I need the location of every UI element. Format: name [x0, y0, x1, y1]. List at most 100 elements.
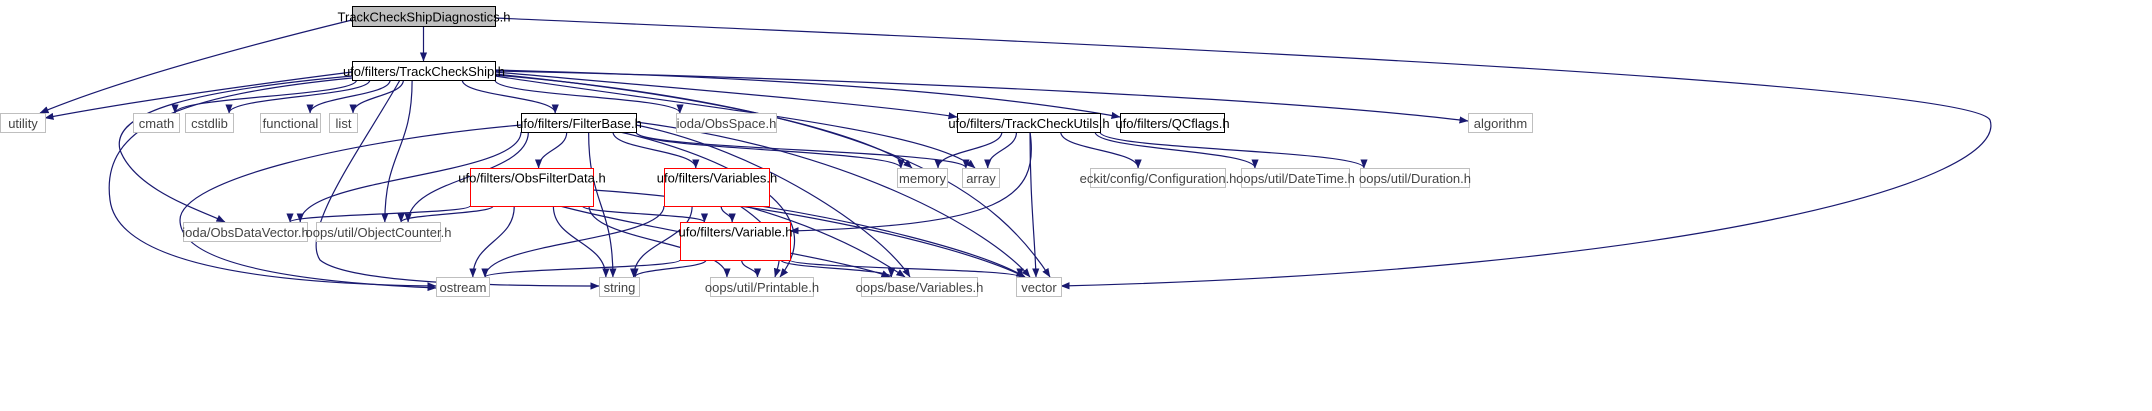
- node-label-tcutils: ufo/filters/TrackCheckUtils.h: [948, 116, 1109, 131]
- edge-obsfilterdata-to-vector: [592, 189, 1026, 278]
- node-label-obsdatavector: ioda/ObsDataVector.h: [182, 225, 308, 240]
- node-datetime: oops/util/DateTime.h: [1236, 168, 1355, 188]
- node-variables_h[interactable]: ufo/filters/Variables.h: [657, 168, 777, 207]
- edge-filterbase-to-obsfilterdata: [534, 131, 568, 169]
- node-label-datetime: oops/util/DateTime.h: [1236, 171, 1355, 186]
- node-box-printable: [710, 277, 814, 297]
- node-ostream: ostream: [436, 277, 490, 297]
- node-box-cmath: [133, 113, 180, 133]
- edge-filterbase-to-vector: [635, 121, 1031, 278]
- edge-variable_h-to-ostream: [481, 259, 681, 278]
- node-label-string: string: [604, 280, 636, 295]
- edge-root-to-utility: [39, 19, 353, 114]
- node-box-filterbase: [521, 113, 637, 133]
- node-memory: memory: [897, 168, 948, 188]
- node-label-duration: oops/util/Duration.h: [1359, 171, 1471, 186]
- node-label-root: TrackCheckShipDiagnostics.h: [338, 10, 511, 25]
- edge-variable_h-to-string: [631, 259, 707, 278]
- node-label-obsspace: ioda/ObsSpace.h: [677, 116, 777, 131]
- edge-root-to-vector: [494, 17, 1992, 290]
- node-box-memory: [897, 168, 948, 188]
- edge-tcs-to-cstdlib: [225, 79, 371, 114]
- node-label-filterbase: ufo/filters/FilterBase.h: [516, 116, 642, 131]
- node-box-qcflags: [1120, 113, 1225, 133]
- node-box-vector: [1016, 277, 1062, 297]
- node-box-obsfilterdata: [470, 168, 594, 207]
- node-label-vector: vector: [1021, 280, 1057, 295]
- node-box-objectcounter: [316, 222, 441, 242]
- node-array: array: [962, 168, 1000, 188]
- edge-variables_h-to-variable_h: [720, 205, 736, 223]
- edge-obsfilterdata-to-variable_h: [581, 205, 708, 223]
- edge-tcutils-to-duration: [1099, 131, 1368, 169]
- node-obsfilterdata[interactable]: ufo/filters/ObsFilterData.h: [458, 168, 606, 207]
- node-label-cstdlib: cstdlib: [191, 116, 228, 131]
- node-variable_h[interactable]: ufo/filters/Variable.h: [679, 222, 793, 261]
- edge-filterbase-to-obsdatavector: [296, 131, 522, 223]
- node-box-cstdlib: [185, 113, 234, 133]
- node-printable: oops/util/Printable.h: [705, 277, 819, 297]
- node-label-ostream: ostream: [440, 280, 487, 295]
- node-list: list: [329, 113, 358, 133]
- node-layer: TrackCheckShipDiagnostics.h ufo/filters/T…: [0, 6, 1533, 297]
- edge-tcs-to-filterbase: [461, 79, 559, 114]
- node-objectcounter: oops/util/ObjectCounter.h: [306, 222, 452, 242]
- node-label-basevariables: oops/base/Variables.h: [856, 280, 984, 295]
- edge-tcs-to-tcutils: [494, 71, 958, 120]
- node-tcutils[interactable]: ufo/filters/TrackCheckUtils.h: [948, 113, 1110, 133]
- edge-tcs-to-qcflags: [494, 69, 1121, 120]
- node-box-variable_h: [680, 222, 791, 261]
- node-box-obsspace: [676, 113, 777, 133]
- node-qcflags[interactable]: ufo/filters/QCflags.h: [1115, 113, 1230, 133]
- node-box-ostream: [436, 277, 490, 297]
- node-filterbase[interactable]: ufo/filters/FilterBase.h: [516, 113, 642, 133]
- node-box-string: [599, 277, 640, 297]
- node-box-duration: [1360, 168, 1470, 188]
- node-label-objectcounter: oops/util/ObjectCounter.h: [306, 225, 452, 240]
- node-root[interactable]: TrackCheckShipDiagnostics.h: [338, 6, 511, 27]
- node-box-array: [962, 168, 1000, 188]
- edge-tcutils-to-vector: [1029, 131, 1040, 278]
- edge-obsfilterdata-to-printable: [588, 205, 731, 278]
- edge-tcutils-to-memory: [934, 131, 1003, 169]
- node-configuration: eckit/config/Configuration.h: [1080, 168, 1236, 188]
- edge-variables_h-to-vector: [759, 205, 1026, 278]
- node-box-basevariables: [861, 277, 978, 297]
- node-label-cmath: cmath: [139, 116, 174, 131]
- node-label-algorithm: algorithm: [1474, 116, 1527, 131]
- edge-tcs-to-string: [315, 79, 600, 290]
- node-obsspace: ioda/ObsSpace.h: [676, 113, 777, 133]
- node-cstdlib: cstdlib: [185, 113, 234, 133]
- edge-variables_h-to-ostream: [481, 205, 665, 278]
- edge-layer: [39, 17, 1992, 292]
- node-string: string: [599, 277, 640, 297]
- node-label-obsfilterdata: ufo/filters/ObsFilterData.h: [458, 171, 605, 186]
- edge-tcs-to-ostream: [108, 77, 437, 290]
- node-box-utility: [0, 113, 46, 133]
- node-tcs[interactable]: ufo/filters/TrackCheckShip.h: [343, 61, 505, 81]
- node-obsdatavector: ioda/ObsDataVector.h: [182, 222, 309, 242]
- node-label-printable: oops/util/Printable.h: [705, 280, 819, 295]
- node-basevariables: oops/base/Variables.h: [856, 277, 984, 297]
- node-label-array: array: [966, 171, 996, 186]
- edge-tcs-to-functional: [306, 79, 391, 114]
- node-box-datetime: [1241, 168, 1350, 188]
- node-label-utility: utility: [8, 116, 38, 131]
- node-box-list: [329, 113, 358, 133]
- edge-variable_h-to-basevariables: [780, 259, 895, 278]
- edge-filterbase-to-variables_h: [612, 131, 700, 169]
- edge-tcs-to-algorithm: [494, 70, 1469, 124]
- node-label-list: list: [336, 116, 352, 131]
- edge-tcutils-to-variable_h: [789, 131, 1032, 235]
- edge-filterbase-to-memory: [635, 131, 905, 169]
- node-label-functional: functional: [263, 116, 319, 131]
- node-box-root: [352, 6, 496, 27]
- node-label-memory: memory: [899, 171, 946, 186]
- node-box-tcutils: [957, 113, 1101, 133]
- node-utility: utility: [0, 113, 46, 133]
- edge-obsfilterdata-to-ostream: [469, 205, 515, 278]
- edge-tcutils-to-datetime: [1094, 131, 1259, 169]
- edge-tcs-to-vector: [494, 74, 1051, 278]
- edge-tcs-to-array: [494, 75, 976, 169]
